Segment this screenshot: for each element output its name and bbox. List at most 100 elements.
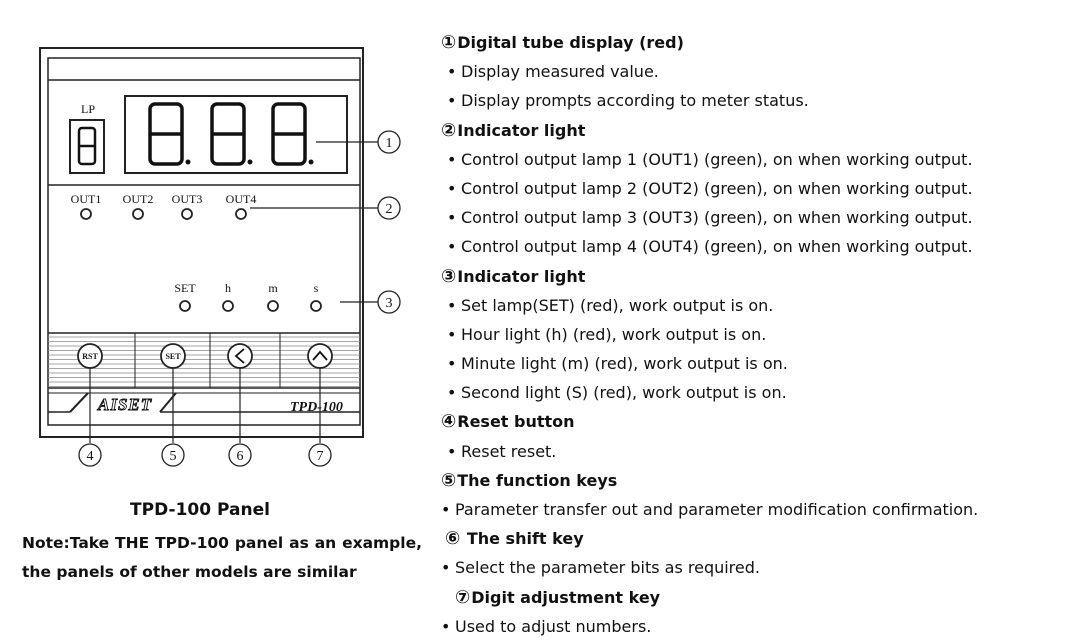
bullet-item: •Control output lamp 1 (OUT1) (green), o… [441,145,1066,174]
out-label-2: OUT2 [123,192,154,206]
bullet-item: •Hour light (h) (red), work output is on… [441,320,1066,349]
section-heading: ③Indicator light [441,262,1066,291]
section-number: ② [441,119,457,141]
section-heading: ①Digital tube display (red) [441,28,1066,57]
section-number: ⑦ [455,586,471,608]
callout-number-7: 7 [317,449,324,464]
callout-circle-1 [377,130,401,154]
seven-segment-digits: 8.8.8. [148,102,314,166]
status-label-4: s [314,281,319,295]
digit-1 [148,102,184,166]
callout-circle-4 [78,443,102,467]
status-label-3: m [268,281,278,295]
bullet-item: •Control output lamp 4 (OUT4) (green), o… [441,232,1066,261]
bullet-item: •Parameter transfer out and parameter mo… [441,495,1066,524]
panel-note: Note:Take THE TPD-100 panel as an exampl… [22,534,422,581]
bullet-text: Used to adjust numbers. [455,616,652,636]
section-number: ③ [441,265,457,287]
bullet-dot-icon: • [447,62,457,82]
bullet-text: Select the parameter bits as required. [455,558,760,578]
callout-number-4: 4 [87,449,94,464]
panel-inner-frame [47,57,361,426]
bullet-dot-icon: • [447,178,457,198]
status-lamp-2 [222,300,234,312]
callout-number-1: 1 [386,136,393,151]
section-heading: ⑥ The shift key [441,524,1066,553]
section-heading: ②Indicator light [441,116,1066,145]
description-list: ①Digital tube display (red)•Display meas… [441,28,1066,641]
bullet-dot-icon: • [441,616,451,636]
decimal-point [247,159,253,165]
section-heading: ⑦Digit adjustment key [441,583,1066,612]
digit-2 [210,102,246,166]
callout-number-3: 3 [386,296,393,311]
bullet-text: Reset reset. [461,441,557,461]
bullet-item: •Display measured value. [441,57,1066,86]
shift-key-button[interactable] [227,343,253,369]
lp-digit [77,126,97,166]
bullet-dot-icon: • [441,558,451,578]
out-lamp-3 [181,208,193,220]
bullet-dot-icon: • [447,324,457,344]
bullet-dot-icon: • [447,208,457,228]
panel-outer-frame [39,47,364,438]
section-title: Digital tube display (red) [457,33,684,52]
bullet-item: •Control output lamp 2 (OUT2) (green), o… [441,174,1066,203]
bullet-dot-icon: • [447,383,457,403]
bullet-text: Display measured value. [461,62,659,82]
bullet-text: Parameter transfer out and parameter mod… [455,500,979,519]
out-lamp-4 [235,208,247,220]
status-lamp-3 [267,300,279,312]
brand-logo: AISET [97,395,152,414]
callout-circle-6 [228,443,252,467]
reset-button-label: RST [82,352,98,361]
bullet-item: •Reset reset. [441,437,1066,466]
bullet-dot-icon: • [447,295,457,315]
out-lamp-1 [80,208,92,220]
bullet-item: •Display prompts according to meter stat… [441,86,1066,115]
callout-circle-7 [308,443,332,467]
section-heading: ④Reset button [441,407,1066,436]
bullet-dot-icon: • [441,500,451,519]
callout-number-2: 2 [386,202,393,217]
decimal-point [308,159,314,165]
bullet-item: •Second light (S) (red), work output is … [441,378,1066,407]
bullet-item: •Select the parameter bits as required. [441,553,1066,582]
callout-number-5: 5 [170,449,177,464]
section-heading: ⑤The function keys [441,466,1066,495]
chevron-left-icon [234,348,245,364]
section-title: Digit adjustment key [471,587,661,607]
bullet-item: •Used to adjust numbers. [441,612,1066,641]
bullet-text: Hour light (h) (red), work output is on. [461,324,767,344]
display-window [124,95,348,174]
bullet-text: Control output lamp 2 (OUT2) (green), on… [461,178,973,198]
status-lamp-4 [310,300,322,312]
bullet-dot-icon: • [447,354,457,374]
set-button-label: SET [165,352,181,361]
bullet-item: •Minute light (m) (red), work output is … [441,349,1066,378]
bullet-text: Control output lamp 3 (OUT3) (green), on… [461,208,973,228]
callout-circle-5 [161,443,185,467]
bullet-text: Set lamp(SET) (red), work output is on. [461,295,774,315]
section-title: Indicator light [457,266,586,286]
status-lamp-1 [179,300,191,312]
digit-3 [271,102,307,166]
bullet-text: Second light (S) (red), work output is o… [461,383,787,403]
bullet-text: Display prompts according to meter statu… [461,91,809,111]
section-title: Reset button [457,412,575,432]
status-label-2: h [225,281,231,295]
section-number: ④ [441,411,457,433]
out-label-4: OUT4 [226,192,257,206]
out-label-1: OUT1 [71,192,102,206]
section-title: The function keys [457,470,618,490]
bullet-dot-icon: • [447,441,457,461]
callout-circle-2 [377,196,401,220]
digit-adjust-button[interactable] [307,343,333,369]
out-lamp-2 [132,208,144,220]
callout-circle-3 [377,290,401,314]
bullet-text: Control output lamp 1 (OUT1) (green), on… [461,149,973,169]
bullet-dot-icon: • [447,237,457,257]
bullet-text: Control output lamp 4 (OUT4) (green), on… [461,237,973,257]
section-title: Indicator light [457,120,586,140]
